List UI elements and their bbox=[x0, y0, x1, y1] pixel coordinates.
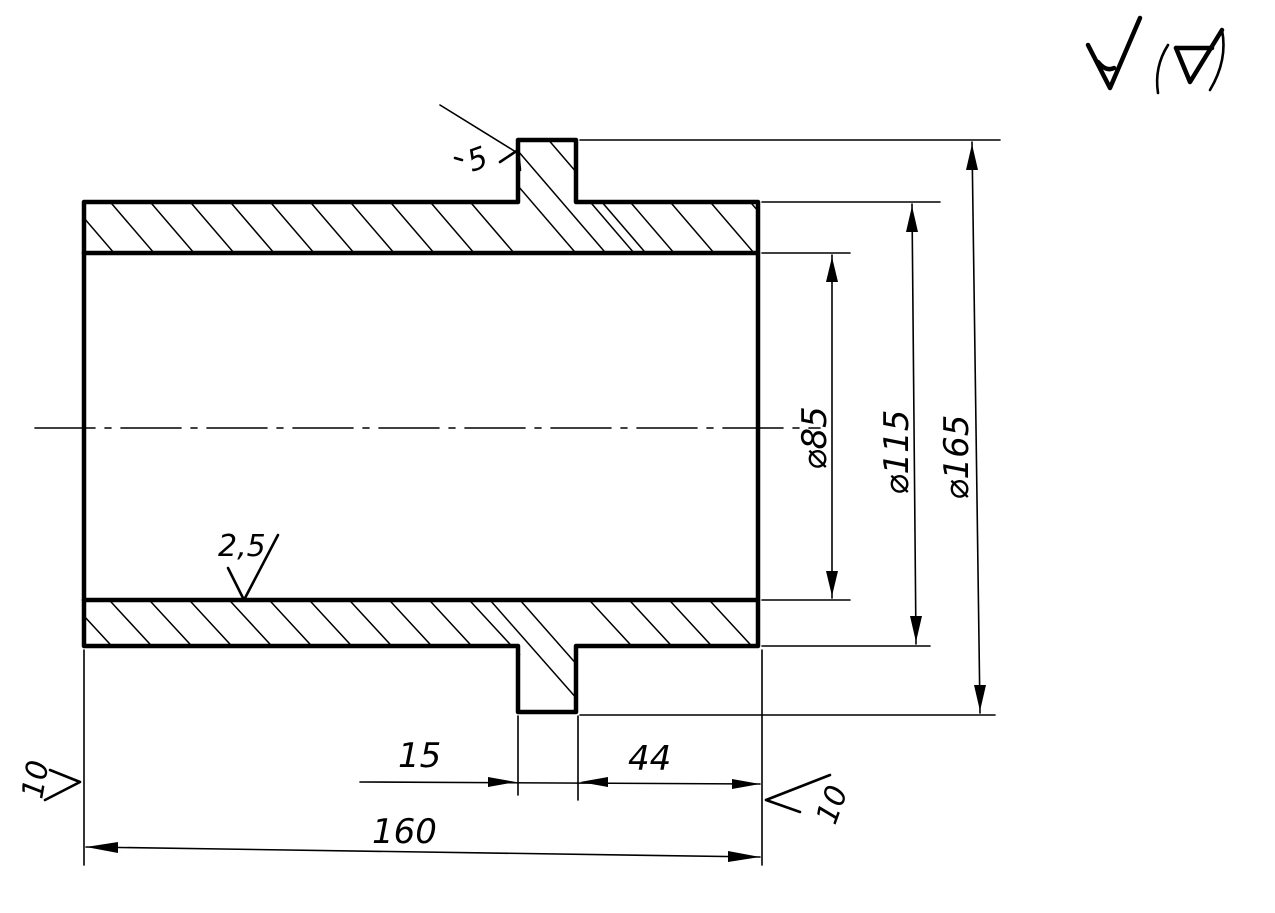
dimension-total-length bbox=[85, 842, 761, 862]
label-total-length: 160 bbox=[372, 812, 437, 852]
dimension-flange-offset bbox=[359, 777, 761, 789]
hatching-bottom bbox=[84, 600, 758, 712]
label-outer-diameter: ⌀115 bbox=[877, 410, 917, 495]
surface-finish-left-face: 10 bbox=[15, 758, 82, 802]
dimension-flange bbox=[966, 141, 986, 714]
extension-lines bbox=[83, 139, 1001, 866]
dimension-outer bbox=[906, 203, 922, 645]
dimension-bore bbox=[826, 254, 838, 599]
label-finish-left-face: 10 bbox=[15, 758, 56, 802]
label-flange-width: 15 bbox=[398, 736, 441, 776]
label-finish-bore: 2,5 bbox=[218, 529, 266, 564]
general-roughness-symbol bbox=[1085, 15, 1225, 95]
surface-finish-right-face: 10 bbox=[764, 773, 856, 829]
label-finish-right-face: 10 bbox=[810, 781, 856, 829]
label-flange-diameter: ⌀165 bbox=[937, 415, 977, 500]
surface-finish-bore: 2,5 bbox=[218, 529, 280, 602]
part-outline bbox=[81, 137, 761, 715]
label-finish-flange: 5 bbox=[463, 140, 493, 179]
label-bore-diameter: ⌀85 bbox=[795, 406, 835, 470]
label-flange-offset: 44 bbox=[628, 739, 671, 779]
hatching-top bbox=[84, 140, 758, 253]
surface-finish-flange: 5 bbox=[439, 104, 522, 180]
